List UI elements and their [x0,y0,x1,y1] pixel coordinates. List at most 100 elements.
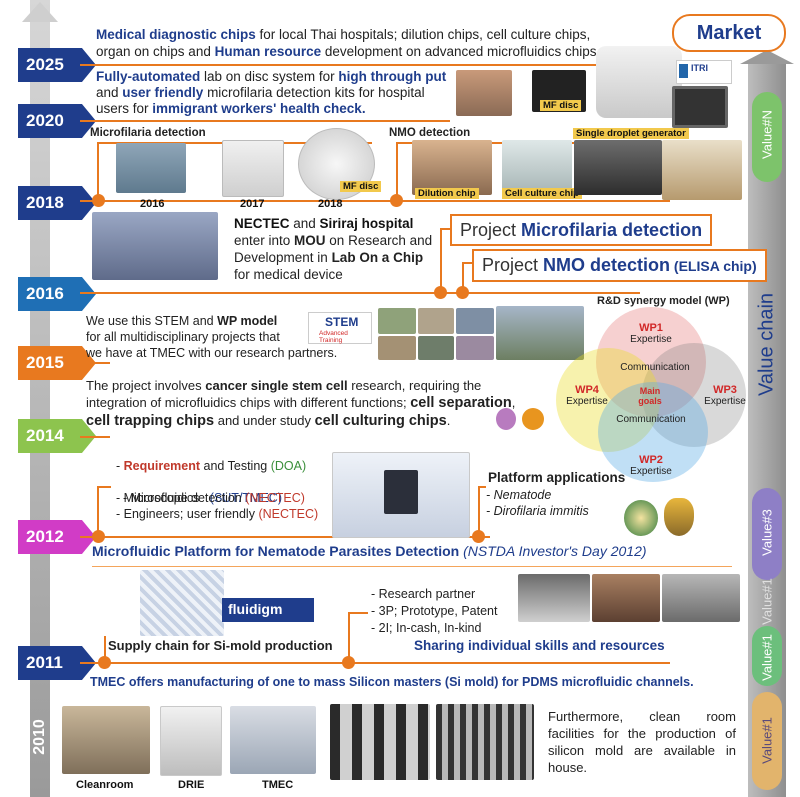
caption-2016: 2016 [140,198,165,210]
line-2012-to-2011 [92,566,732,567]
text-2015-line1: We use this STEM and WP model [86,314,278,328]
stem-photo-6 [456,336,494,360]
drie-caption: DRIE [178,779,205,791]
project-microfilaria-box: Project Microfilaria detection [450,214,713,246]
furthermore-text: Furthermore, clean room facilities for t… [548,709,736,775]
cell-culture-chip-image [502,140,572,190]
single-droplet-caption: Single droplet generator [573,128,689,139]
venn-wp4 [556,348,660,452]
stem-logo: STEM Advanced Training [308,312,372,344]
university-logo-1 [496,408,516,430]
dilution-chip-image [412,140,492,195]
value-1a-label: Value#1 [759,578,775,625]
year-2016: 2016 [18,277,96,311]
platform-dirofilaria: - Dirofilaria immitis [486,504,589,518]
venn-wp2 [598,382,708,482]
microfilaria-detection-title: Microfilaria detection [90,127,206,139]
value-chain-label: Value chain [755,292,778,397]
sharing-skills-text: Sharing individual skills and resources [414,638,665,653]
mf-disc-caption-2025: MF disc [540,100,582,111]
sem-image-2 [436,704,534,780]
value-1b-label: Value#1 [759,634,775,681]
tablet-image [672,86,728,128]
text-2015-line2: for all multidisciplinary projects that [86,330,280,344]
line-2018-branch-right [396,142,398,202]
line-2018 [80,200,670,202]
university-logo-2 [522,408,544,430]
cleanroom-caption: Cleanroom [76,779,134,791]
line-2016 [80,292,640,294]
text-2020-line1: Fully-automated lab on disc system for h… [96,69,447,84]
value-3-pill [752,488,782,580]
line-2012-branch-left [97,486,99,538]
year-2010: 2010 [31,719,48,755]
line-project1-h [440,228,452,230]
value-chain-arrow [740,50,794,64]
dot-2011-right [342,656,355,669]
si-mold-photo-2 [592,574,660,622]
text-2016-line1: NECTEC and Siriraj hospital [234,216,414,231]
value-1b-pill [752,626,782,686]
line-2012 [80,536,490,538]
dot-2018-right [390,194,403,207]
device-2017-image [222,140,284,197]
text-2020-line3: users for immigrant workers' health chec… [96,101,366,116]
value-3-label: Value#3 [759,509,775,556]
dot-2016-project1 [434,286,447,299]
line-2015 [80,362,110,364]
bullet-microfluidics: - Microfluidics (SUT/TMEC) [122,491,282,505]
device-2016-image [116,143,186,193]
line-2011 [80,662,670,664]
cell-culture-chip-caption: Cell culture chip [502,188,582,199]
drie-photo [160,706,222,776]
itri-logo: ITRI [676,60,732,84]
si-mold-wafer-image [140,570,224,636]
platform-device-image [384,470,418,514]
main-goals-label: Main goals [638,386,662,406]
value-n-pill [752,92,782,182]
line-2012-top-left [97,486,111,488]
timeline-arrow-top [22,2,58,22]
bullet-requirement: - Requirement and Testing (DOA) [116,459,307,473]
droplet-chip-image [574,140,662,195]
year-2018: 2018 [18,186,96,220]
doa-logo [624,500,658,536]
caption-2017: 2017 [240,198,265,210]
line-project2-h [462,262,474,264]
stem-photo-3 [456,308,494,334]
line-2014 [80,436,110,438]
text-2014-line3: cell trapping chips and under study cell… [86,413,451,429]
line-2012-top-right [478,486,486,488]
text-2014-line1: The project involves cancer single stem … [86,378,482,393]
stem-photo-1 [378,308,416,334]
project-nmo-box: Project NMO detection (ELISA chip) [472,249,767,282]
research-partner-title: - Research partner [371,587,476,601]
fluidigm-logo: fluidigm [222,598,314,622]
text-2016-line4: for medical device [234,267,343,282]
dot-2012-left [92,530,105,543]
cleanroom-photo [62,706,150,774]
stem-photo-5 [418,336,454,360]
si-mold-photo-1 [518,574,590,622]
line-project2 [462,262,464,292]
platform-nematode: - Nematode [486,488,552,502]
research-partner-2i: - 2I; In-cash, In-kind [371,621,482,635]
bullet-engineers: - Engineers; user friendly (NECTEC) [116,507,319,521]
text-2015-line3: we have at TMEC with our research partne… [86,346,338,360]
mou-signing-photo [92,212,218,280]
stem-group-photo [496,306,584,360]
university-logo-3 [664,498,694,536]
dilution-chip-caption: Dilution chip [415,188,479,199]
tmec-offers-text: TMEC offers manufacturing of one to mass… [90,675,694,689]
bullet-microscope: - Microscope detection (NECTEC) [116,491,305,505]
venn-wp3 [642,343,746,447]
value-n-label: Value#N [759,110,775,159]
line-2012-branch-right [478,486,480,538]
supply-chain-title: Supply chain for Si-mold production [108,638,333,653]
nmo-detection-title: NMO detection [389,127,471,139]
dot-2012-right [472,530,485,543]
line-2025 [80,64,670,66]
line-project1 [440,228,442,292]
tmec-photo [230,706,316,774]
